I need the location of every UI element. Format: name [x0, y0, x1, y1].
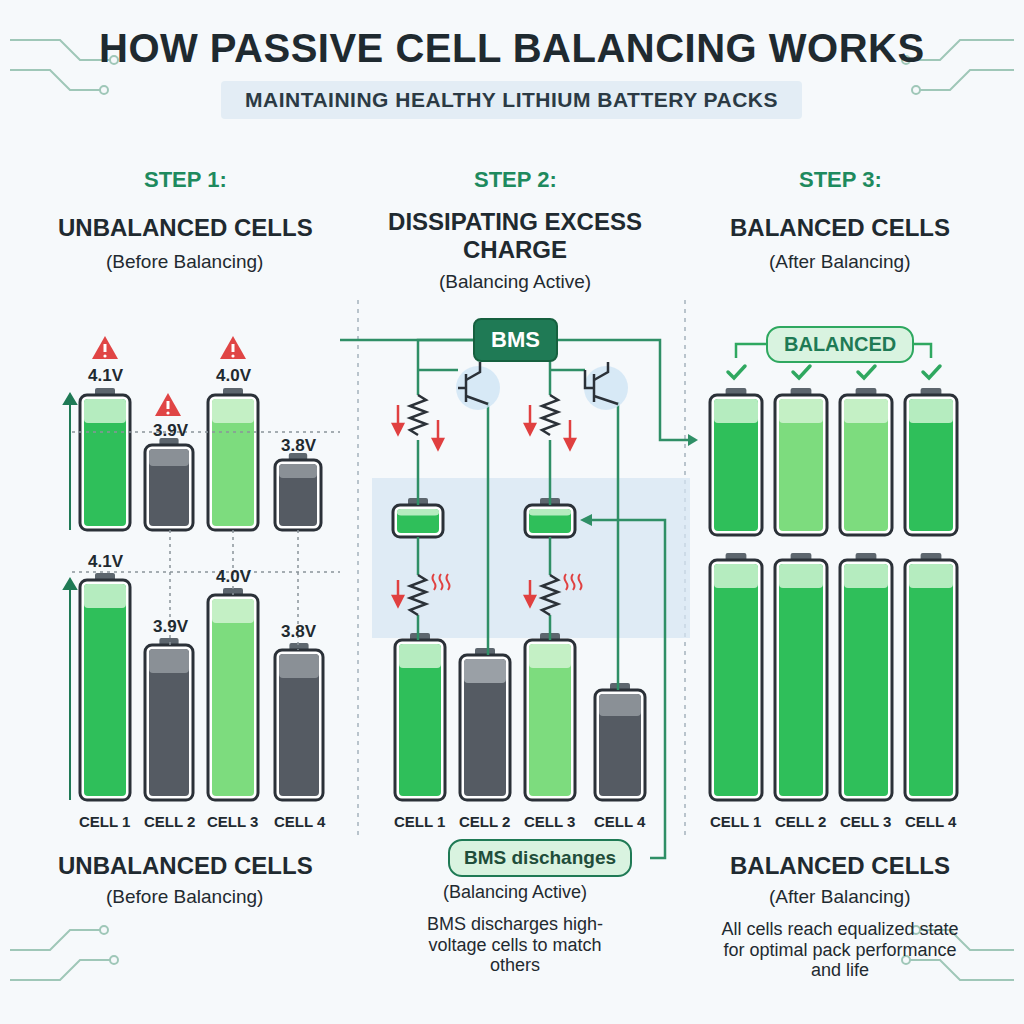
- cell-label: CELL 4: [905, 813, 956, 830]
- step-heading: DISSIPATING EXCESS CHARGE: [375, 208, 655, 263]
- step-subheading: (Balancing Active): [439, 271, 591, 293]
- battery-cell: [710, 553, 762, 800]
- caption-text: UNBALANCED CELLS: [58, 852, 313, 880]
- voltage-label: 3.9V: [153, 421, 188, 441]
- cell-label: CELL 1: [394, 813, 445, 830]
- warning-icon: [92, 336, 118, 359]
- battery-cell: [525, 633, 575, 800]
- caption-text: (Balancing Active): [443, 882, 587, 903]
- check-mark: [728, 366, 745, 378]
- bms-discharge-badge: BMS dischanges: [448, 839, 632, 877]
- cell-label: CELL 4: [594, 813, 645, 830]
- node-text: BALANCED: [784, 333, 896, 356]
- battery-cell: [145, 638, 193, 800]
- check-marks: [728, 366, 940, 378]
- battery-cell: [775, 553, 827, 800]
- cell-label: CELL 3: [524, 813, 575, 830]
- voltage-label: 4.1V: [88, 552, 123, 572]
- bms-box: BMS: [473, 318, 558, 362]
- cell-label: CELL 2: [775, 813, 826, 830]
- battery-cell: [905, 553, 957, 800]
- battery-cell: [80, 573, 130, 800]
- page-title: HOW PASSIVE CELL BALANCING WORKS: [99, 25, 925, 71]
- battery-cell: [595, 683, 645, 800]
- node-text: BMS: [491, 327, 540, 353]
- warning-icon: [155, 393, 181, 416]
- caption-text: (After Balancing): [769, 886, 911, 908]
- cell-label: CELL 3: [207, 813, 258, 830]
- step-subheading: (After Balancing): [769, 251, 911, 273]
- battery-cell: [275, 453, 321, 530]
- step-number: STEP 2:: [474, 167, 557, 192]
- voltage-label: 4.0V: [216, 567, 251, 587]
- warning-icon: [220, 336, 246, 359]
- highlight-panel: [372, 478, 690, 638]
- step-number: STEP 3:: [799, 167, 882, 192]
- cell-label: CELL 1: [79, 813, 130, 830]
- voltage-label: 4.1V: [88, 366, 123, 386]
- voltage-label: 4.0V: [216, 366, 251, 386]
- cell-label: CELL 3: [840, 813, 891, 830]
- cell-label: CELL 2: [144, 813, 195, 830]
- node-text: BMS dischanges: [464, 847, 616, 869]
- check-mark: [858, 366, 875, 378]
- heat-waves: [433, 574, 582, 590]
- voltage-label: 3.8V: [281, 622, 316, 642]
- battery-cell: [840, 553, 892, 800]
- check-mark: [793, 366, 810, 378]
- battery-cell: [275, 643, 323, 800]
- battery-cell: [460, 648, 510, 800]
- caption-text: (Before Balancing): [106, 886, 263, 908]
- circuit-decoration: [10, 40, 1014, 980]
- transistors: [456, 362, 628, 410]
- battery-cell: [208, 388, 258, 530]
- balanced-badge: BALANCED: [766, 326, 914, 363]
- battery-cell: [905, 388, 957, 535]
- step-heading: BALANCED CELLS: [730, 214, 950, 242]
- resistors: [410, 395, 558, 615]
- current-arrows: [393, 405, 575, 606]
- subtitle-band: MAINTAINING HEALTHY LITHIUM BATTERY PACK…: [221, 81, 802, 119]
- voltage-label: 3.9V: [153, 617, 188, 637]
- step-subheading: (Before Balancing): [106, 251, 263, 273]
- battery-cell: [775, 388, 827, 535]
- step-heading: UNBALANCED CELLS: [58, 214, 313, 242]
- cell-label: CELL 1: [710, 813, 761, 830]
- caption-text: BMS discharges high-voltage cells to mat…: [425, 914, 605, 976]
- battery-cell: [145, 438, 193, 530]
- battery-cell: [710, 388, 762, 535]
- level-guides: [72, 432, 340, 650]
- level-arrows: [64, 394, 76, 800]
- step-number: STEP 1:: [144, 167, 227, 192]
- node-text: MAINTAINING HEALTHY LITHIUM BATTERY PACK…: [245, 88, 778, 112]
- battery-cell: [80, 388, 130, 530]
- cell-label: CELL 2: [459, 813, 510, 830]
- battery-cells: [80, 388, 957, 800]
- arrow-head: [580, 514, 592, 526]
- caption-text: All cells reach equalized state for opti…: [715, 919, 965, 981]
- check-mark: [923, 366, 940, 378]
- bms-wires: [340, 340, 688, 858]
- voltage-label: 3.8V: [281, 436, 316, 456]
- cell-label: CELL 4: [274, 813, 325, 830]
- caption-text: BALANCED CELLS: [730, 852, 950, 880]
- battery-cell: [395, 633, 445, 800]
- battery-cell: [840, 388, 892, 535]
- battery-cell: [208, 588, 258, 800]
